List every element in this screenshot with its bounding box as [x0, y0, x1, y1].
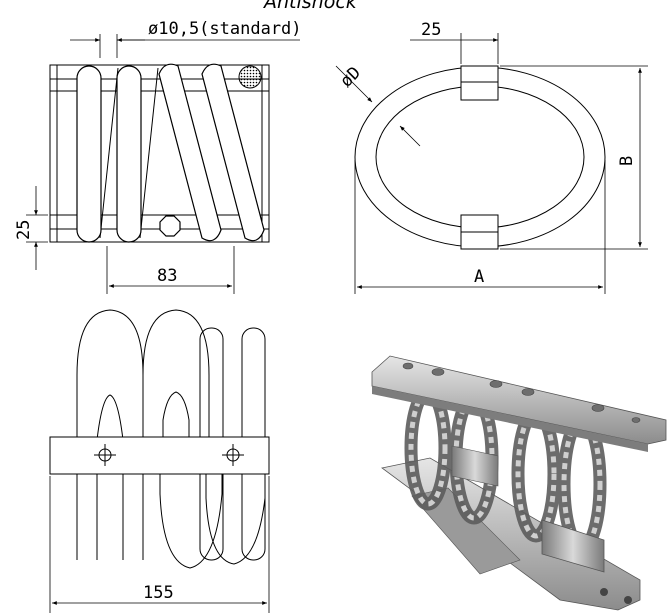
wire-section-top [238, 65, 262, 89]
front-view: ø10,5(standard) 25 83 [14, 19, 302, 294]
clamp-top [460, 65, 499, 101]
coil-spacing-label: 83 [157, 266, 177, 286]
wire-section-bottom [159, 215, 181, 237]
dim-b-label: B [617, 156, 637, 166]
product-photo [371, 355, 667, 611]
ring-diameter-label: øD [336, 63, 365, 92]
wire-diameter-label: ø10,5(standard) [148, 19, 302, 39]
bar-height-label: 25 [14, 220, 34, 240]
bar-width-label: 25 [421, 20, 441, 40]
side-view: 25 øD B A [335, 20, 648, 294]
overall-length-label: 155 [143, 583, 174, 603]
top-bar [49, 64, 270, 92]
ring-inner [375, 85, 585, 229]
top-view: 155 [49, 309, 270, 613]
dim-a-label: A [474, 267, 484, 287]
title: Antishock [262, 0, 358, 13]
